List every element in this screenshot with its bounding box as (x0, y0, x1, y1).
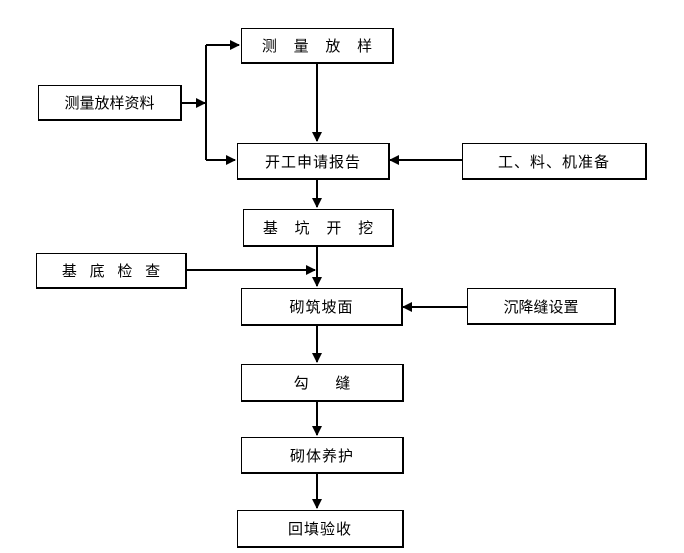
step-masonry-curing: 砌体养护 (241, 437, 404, 474)
input-base-inspection: 基 底 检 查 (36, 253, 187, 289)
step-survey-staking: 测 量 放 样 (241, 28, 394, 64)
input-labor-material-machine: 工、料、机准备 (462, 143, 647, 180)
input-survey-data: 测量放样资料 (38, 85, 182, 121)
input-settlement-joint: 沉降缝设置 (467, 288, 616, 325)
step-pointing: 勾 缝 (241, 364, 404, 402)
step-masonry-slope: 砌筑坡面 (241, 288, 403, 326)
step-start-work-report: 开工申请报告 (237, 143, 390, 180)
step-foundation-pit-excavation: 基 坑 开 挖 (243, 209, 394, 247)
step-backfill-acceptance: 回填验收 (237, 510, 404, 548)
